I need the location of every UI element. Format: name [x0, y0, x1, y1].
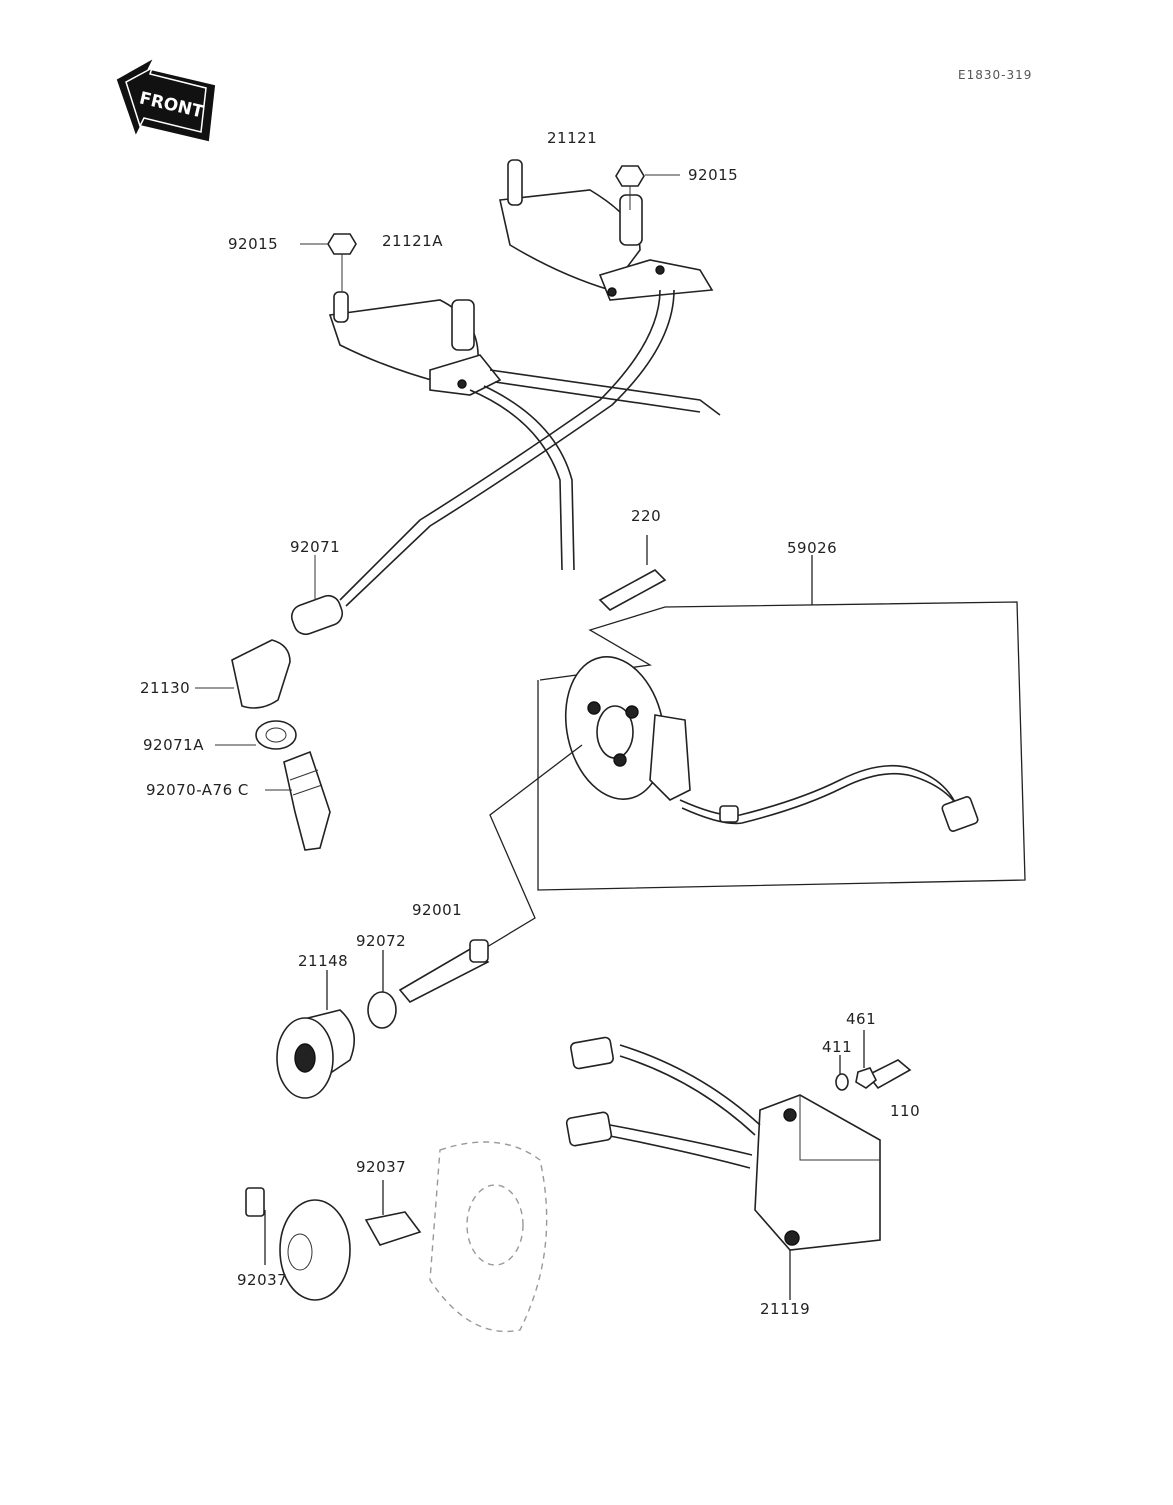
label-110: 110 — [890, 1102, 920, 1120]
spark-plug-92070 — [283, 750, 331, 851]
magneto-assembly-59026 — [537, 555, 1026, 891]
label-21121a: 21121A — [382, 232, 443, 250]
bolt-92015-left — [327, 233, 357, 292]
bolt-92015-right — [615, 165, 645, 210]
bolt-110 — [855, 1059, 912, 1090]
cover-92037-bottom — [245, 1187, 351, 1301]
bolt-92001 — [398, 744, 583, 1004]
reference-code: E1830-319 — [958, 68, 1032, 82]
screw-220 — [598, 535, 667, 611]
ignition-coil-21121 — [499, 159, 714, 301]
front-arrow-icon: FRONT — [116, 59, 216, 142]
label-21119: 21119 — [760, 1300, 810, 1318]
label-92071: 92071 — [290, 538, 340, 556]
pin-92037-top — [364, 1180, 422, 1246]
label-92037-top: 92037 — [356, 1158, 406, 1176]
plug-cap-21130 — [231, 639, 291, 709]
label-220: 220 — [631, 507, 661, 525]
label-59026: 59026 — [787, 539, 837, 557]
label-21121: 21121 — [547, 129, 597, 147]
label-92015-right: 92015 — [688, 166, 738, 184]
label-461: 461 — [846, 1010, 876, 1028]
label-92070: 92070-A76 C — [146, 781, 249, 799]
label-21148: 21148 — [298, 952, 348, 970]
plug-cap-92071 — [290, 594, 344, 636]
label-92037-bottom: 92037 — [237, 1271, 287, 1289]
label-92015-left: 92015 — [228, 235, 278, 253]
label-92072: 92072 — [356, 932, 406, 950]
leader-lines — [195, 174, 680, 791]
crankcase-ghost — [429, 1141, 548, 1333]
label-411: 411 — [822, 1038, 852, 1056]
cdi-unit-21119 — [565, 1036, 881, 1300]
washer-92071a — [255, 720, 297, 750]
washer-92072 — [367, 950, 397, 1029]
label-21130: 21130 — [140, 679, 190, 697]
washer-411 — [835, 1055, 849, 1091]
label-92071a: 92071A — [143, 736, 204, 754]
rotor-21148 — [276, 970, 356, 1099]
ignition-coil-21121a — [328, 291, 502, 396]
high-tension-leads — [339, 289, 721, 607]
label-92001: 92001 — [412, 901, 462, 919]
